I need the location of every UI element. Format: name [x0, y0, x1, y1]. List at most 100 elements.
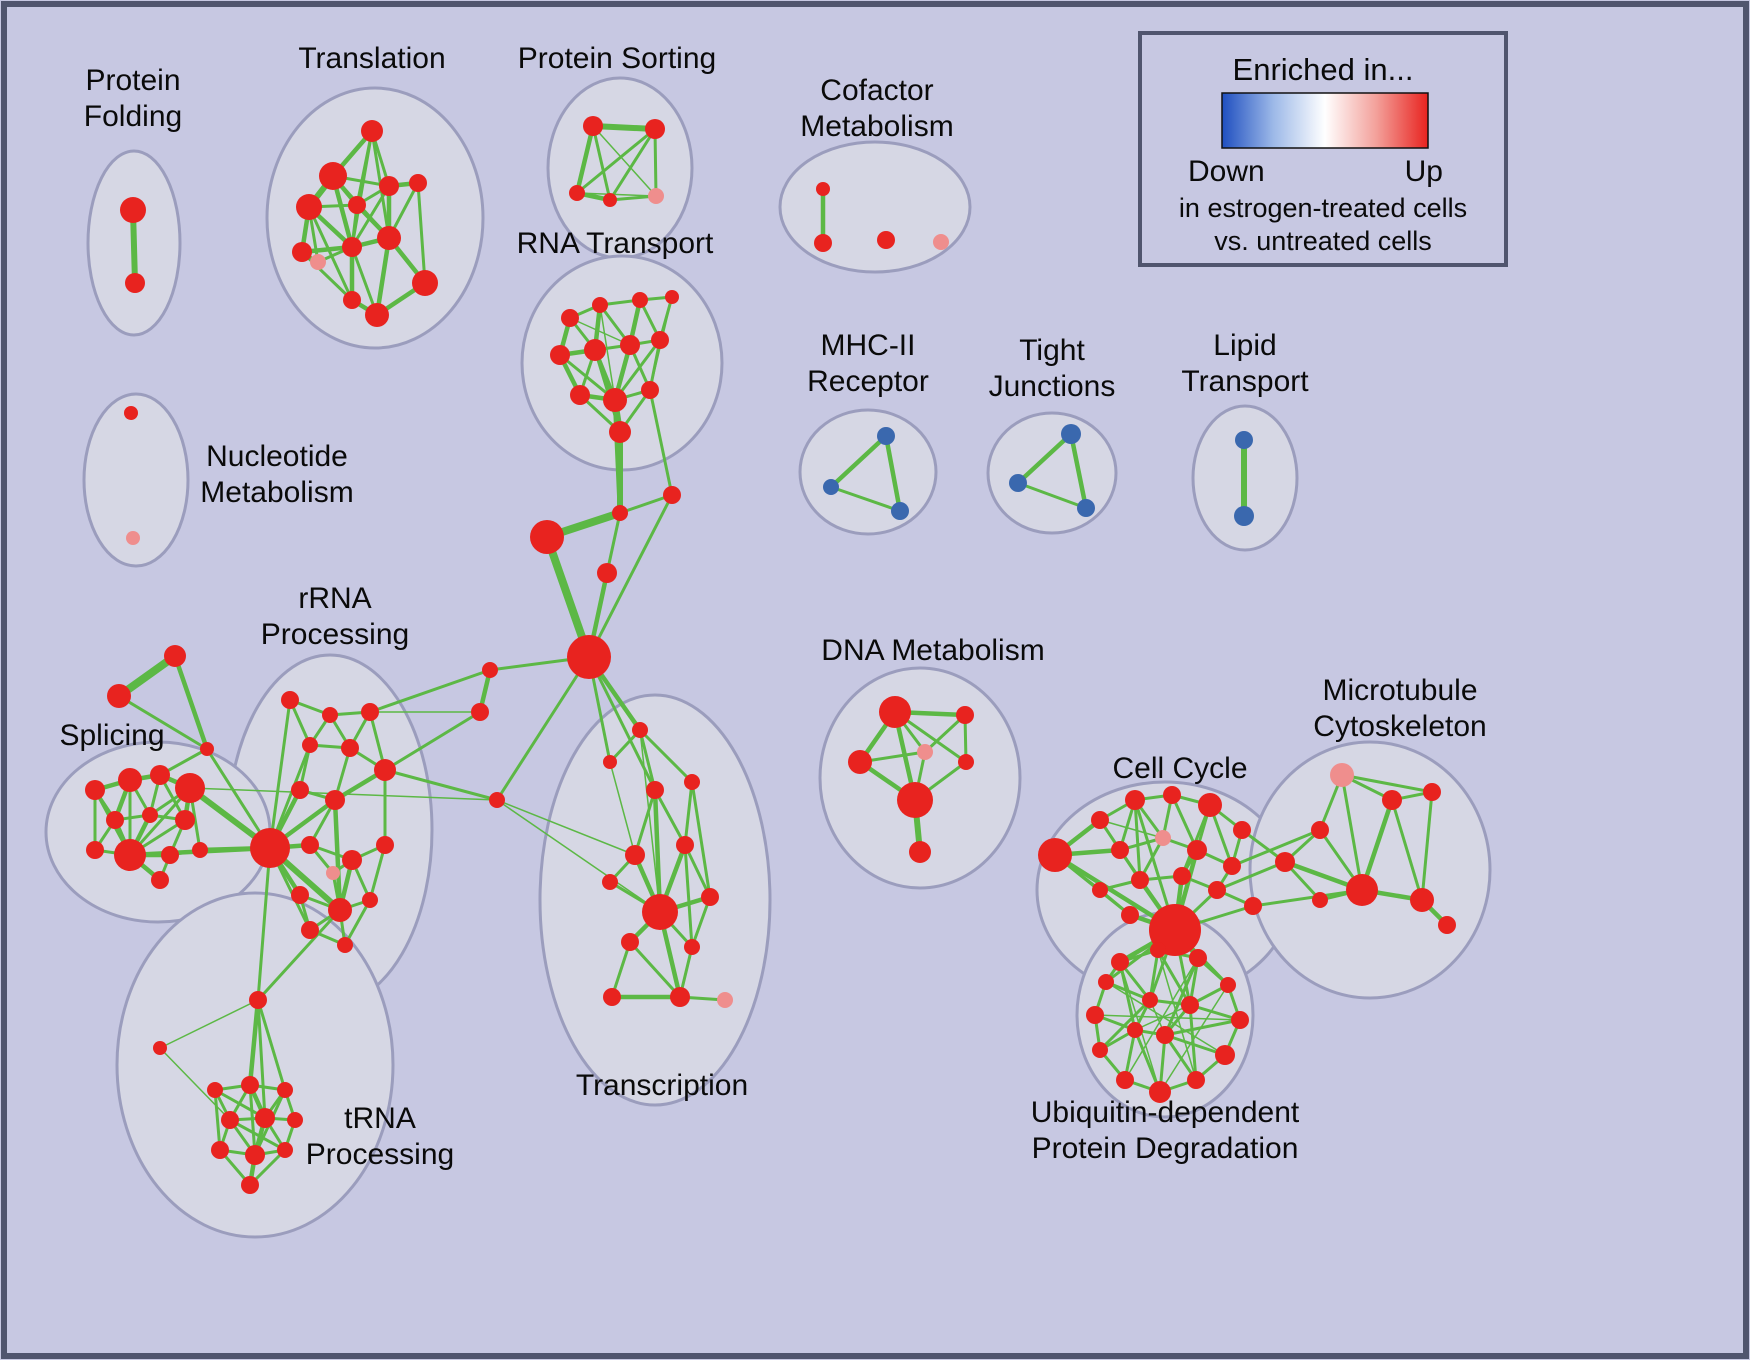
network-edge [496, 799, 661, 913]
network-node-63 [175, 810, 195, 830]
network-edge [343, 898, 372, 947]
network-node-62 [142, 807, 158, 823]
network-node-143 [1410, 888, 1434, 912]
network-node-109 [684, 939, 700, 955]
network-node-76 [325, 790, 345, 810]
network-node-66 [161, 846, 179, 864]
network-node-96 [245, 1145, 265, 1165]
network-edge [608, 127, 657, 202]
network-node-148 [1189, 949, 1207, 967]
network-node-57 [85, 780, 105, 800]
network-node-130 [1092, 882, 1108, 898]
network-node-97 [277, 1142, 293, 1158]
network-node-115 [848, 750, 872, 774]
network-node-126 [1111, 841, 1129, 859]
network-node-1 [125, 273, 145, 293]
cluster-label-tight-junctions: Junctions [989, 370, 1116, 403]
network-edge [368, 668, 492, 714]
network-edge [653, 127, 658, 198]
network-node-84 [362, 892, 378, 908]
network-node-111 [670, 987, 690, 1007]
network-edge [1188, 1003, 1198, 1082]
network-node-40 [567, 635, 611, 679]
network-node-134 [1149, 904, 1201, 956]
network-node-20 [816, 182, 830, 196]
cluster-nucleotide-metabolism [82, 392, 190, 568]
network-node-152 [1187, 1071, 1205, 1089]
network-node-131 [1131, 871, 1149, 889]
cluster-cofactor-metabolism [778, 140, 972, 274]
network-edge [683, 843, 694, 949]
network-node-99 [632, 722, 648, 738]
network-node-93 [255, 1108, 275, 1128]
network-nodes [85, 116, 1456, 1194]
network-node-33 [603, 388, 627, 412]
network-node-88 [153, 1041, 167, 1055]
network-node-37 [612, 505, 628, 521]
network-edge [633, 788, 657, 857]
network-node-22 [877, 231, 895, 249]
network-node-7 [409, 174, 427, 192]
network-node-43 [489, 792, 505, 808]
network-node-102 [684, 774, 700, 790]
network-node-36 [663, 486, 681, 504]
network-node-41 [482, 662, 498, 678]
network-edge [587, 493, 674, 659]
cluster-label-lipid-transport: Lipid [1213, 329, 1276, 362]
network-edge [829, 485, 902, 513]
network-edge [1015, 431, 1074, 486]
network-node-86 [337, 937, 353, 953]
network-node-103 [625, 845, 645, 865]
network-edge [159, 999, 259, 1049]
network-edge [1215, 860, 1287, 892]
network-node-117 [958, 754, 974, 770]
legend-box [1138, 31, 1508, 267]
network-node-150 [1231, 1011, 1249, 1029]
network-edge [591, 124, 612, 202]
network-node-19 [648, 188, 664, 204]
network-node-42 [471, 703, 489, 721]
network-edge [618, 493, 674, 515]
network-node-151 [1215, 1045, 1235, 1065]
network-node-116 [917, 744, 933, 760]
network-node-139 [1423, 783, 1441, 801]
network-node-90 [241, 1076, 259, 1094]
network-node-16 [645, 119, 665, 139]
network-node-64 [114, 839, 146, 871]
network-edge [1148, 948, 1160, 1002]
network-node-156 [1086, 1006, 1104, 1024]
network-edge [609, 761, 636, 856]
network-node-105 [602, 874, 618, 890]
cluster-label-nucleotide-metabolism: Nucleotide [206, 440, 348, 473]
network-node-13 [343, 291, 361, 309]
legend-caption-line2: vs. untreated cells [1214, 226, 1432, 256]
network-node-5 [348, 196, 366, 214]
network-node-72 [302, 737, 318, 753]
network-node-4 [296, 194, 322, 220]
cluster-label-dna-metabolism: DNA Metabolism [821, 634, 1044, 667]
network-node-31 [651, 331, 669, 349]
cluster-label-splicing: Splicing [59, 719, 164, 752]
network-edge [690, 780, 712, 899]
network-edge [1251, 888, 1364, 908]
network-node-2 [361, 120, 383, 142]
network-edge [613, 338, 662, 402]
network-node-106 [642, 894, 678, 930]
network-edge [1420, 790, 1434, 902]
network-node-47 [823, 479, 839, 495]
network-edge [648, 388, 674, 497]
network-node-158 [1142, 992, 1158, 1008]
network-node-78 [301, 836, 319, 854]
cluster-label-cofactor-metabolism: Cofactor [820, 74, 933, 107]
network-edge [1230, 828, 1322, 868]
network-node-82 [291, 886, 309, 904]
legend-title: Enriched in... [1233, 52, 1414, 87]
network-edge [350, 184, 391, 249]
network-node-127 [1155, 830, 1171, 846]
network-node-128 [1187, 840, 1207, 860]
network-edge [256, 908, 342, 1002]
network-node-6 [379, 176, 399, 196]
network-node-144 [1438, 916, 1456, 934]
